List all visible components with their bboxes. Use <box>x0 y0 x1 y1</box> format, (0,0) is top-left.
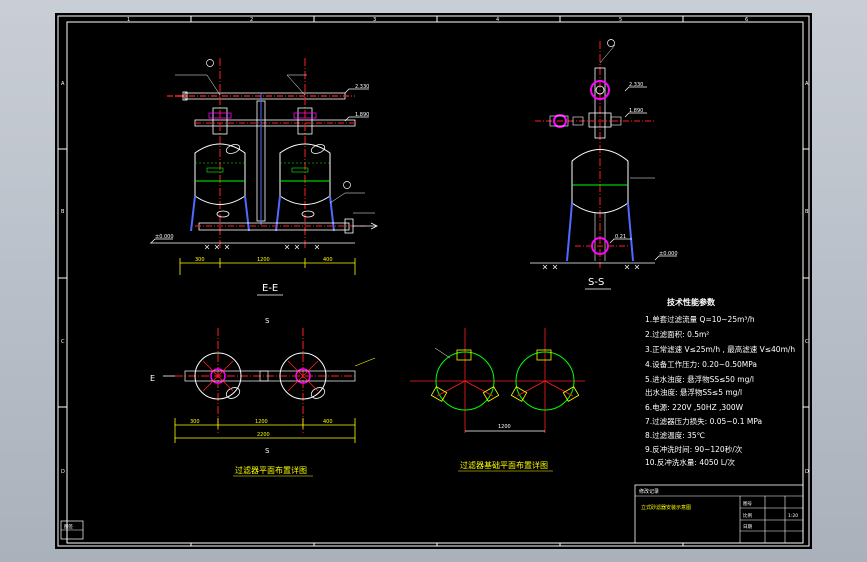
side-mark: C <box>805 339 809 345</box>
side-mark: B <box>805 209 809 215</box>
tech-param-row: 8.过滤温度: 35℃ <box>645 430 705 440</box>
top-mark: 2 <box>250 17 253 23</box>
side-mark: B <box>61 209 65 215</box>
dimension-label: 1200 <box>498 424 511 430</box>
tech-param-row: 10.反冲洗水量: 4050 L/次 <box>645 457 736 467</box>
title-cell: 图号 <box>743 501 752 507</box>
title-block: 修改记录 立式砂滤器安装示意图 图号 比例 日期 1:20 <box>634 484 804 544</box>
dimension-label: 400 <box>323 257 333 263</box>
side-mark: A <box>61 81 65 87</box>
tech-param-row: 9.反冲洗时间: 90~120秒/次 <box>645 444 743 454</box>
top-mark: 6 <box>745 17 748 23</box>
dimension-label: 300 <box>195 257 205 263</box>
title-cell: 日期 <box>743 524 752 530</box>
side-mark: A <box>805 81 809 87</box>
section-mark: S <box>265 447 270 455</box>
tech-param-row: 7.过滤器压力损失: 0.05~0.1 MPa <box>645 416 762 426</box>
cad-viewport[interactable]: 1 2 3 4 5 6 A B C D A B C D <box>55 13 812 549</box>
side-mark: C <box>61 339 65 345</box>
section-mark: E <box>150 374 155 383</box>
tech-params: 技术性能参数 1.单套过滤流量 Q=10~25m³/h 2.过滤面积: 0.5m… <box>645 297 795 467</box>
dimension-label: 300 <box>190 419 200 425</box>
outer-frame <box>57 15 810 547</box>
plan-caption: 过滤器平面布置详图 <box>235 465 307 475</box>
foundation-caption: 过滤器基础平面布置详图 <box>460 460 548 470</box>
elevation-label: ±0.000 <box>155 234 174 240</box>
tech-param-row: 3.正常滤速 V≤25m/h , 最高滤速 V≤40m/h <box>645 344 795 354</box>
view-caption: E-E <box>262 283 278 294</box>
dimension-label: 1200 <box>257 257 270 263</box>
elevation-label: 2.330 <box>355 84 369 90</box>
title-block-header: 修改记录 <box>639 488 659 495</box>
top-mark: 5 <box>619 17 622 23</box>
plan-layout: E S S 300 1200 400 2200 过滤器平面布置详图 <box>150 317 376 477</box>
foundation-plan: 1200 过滤器基础平面布置详图 <box>410 328 585 472</box>
view-ss: 2.330 1.890 0.21 ±0.000 S-S <box>530 39 678 290</box>
top-mark: 3 <box>373 17 376 23</box>
view-caption: S-S <box>588 277 604 288</box>
title-cell: 1:20 <box>788 513 798 519</box>
elevation-label: 1.890 <box>355 112 369 118</box>
dimension-label: 2200 <box>257 432 270 438</box>
tech-param-row: 出水浊度: 悬浮物SS≤5 mg/l <box>645 387 742 397</box>
side-mark: D <box>61 469 65 475</box>
tech-param-row: 4.设备工作压力: 0.20~0.50MPa <box>645 359 757 369</box>
elevation-label: 0.21 <box>615 234 626 240</box>
elevation-label: ±0.000 <box>659 251 678 257</box>
tech-param-row: 6.电源: 220V ,50HZ ,300W <box>645 402 744 412</box>
side-mark: D <box>805 469 809 475</box>
tech-param-row: 5.进水浊度: 悬浮物SS≤50 mg/l <box>645 374 754 384</box>
section-mark: S <box>265 317 270 325</box>
drawing-canvas: 1 2 3 4 5 6 A B C D A B C D <box>57 15 810 547</box>
tech-param-row: 1.单套过滤流量 Q=10~25m³/h <box>645 314 755 324</box>
border-ticks <box>58 16 809 546</box>
tech-param-row: 2.过滤面积: 0.5m² <box>645 329 709 339</box>
top-mark: 1 <box>127 17 130 23</box>
dimension-label: 400 <box>323 419 333 425</box>
inner-frame <box>66 21 804 544</box>
tech-params-title: 技术性能参数 <box>667 297 716 307</box>
title-cell: 比例 <box>743 512 752 519</box>
stamp-label: 图签 <box>64 523 73 530</box>
view-ee: 2.330 1.890 ±0.000 300 1200 400 E-E <box>150 58 378 296</box>
elevation-label: 1.890 <box>629 108 643 114</box>
top-mark: 4 <box>496 17 499 23</box>
elevation-label: 2.330 <box>629 82 643 88</box>
dimension-label: 1200 <box>255 419 268 425</box>
drawing-name: 立式砂滤器安装示意图 <box>641 504 691 511</box>
